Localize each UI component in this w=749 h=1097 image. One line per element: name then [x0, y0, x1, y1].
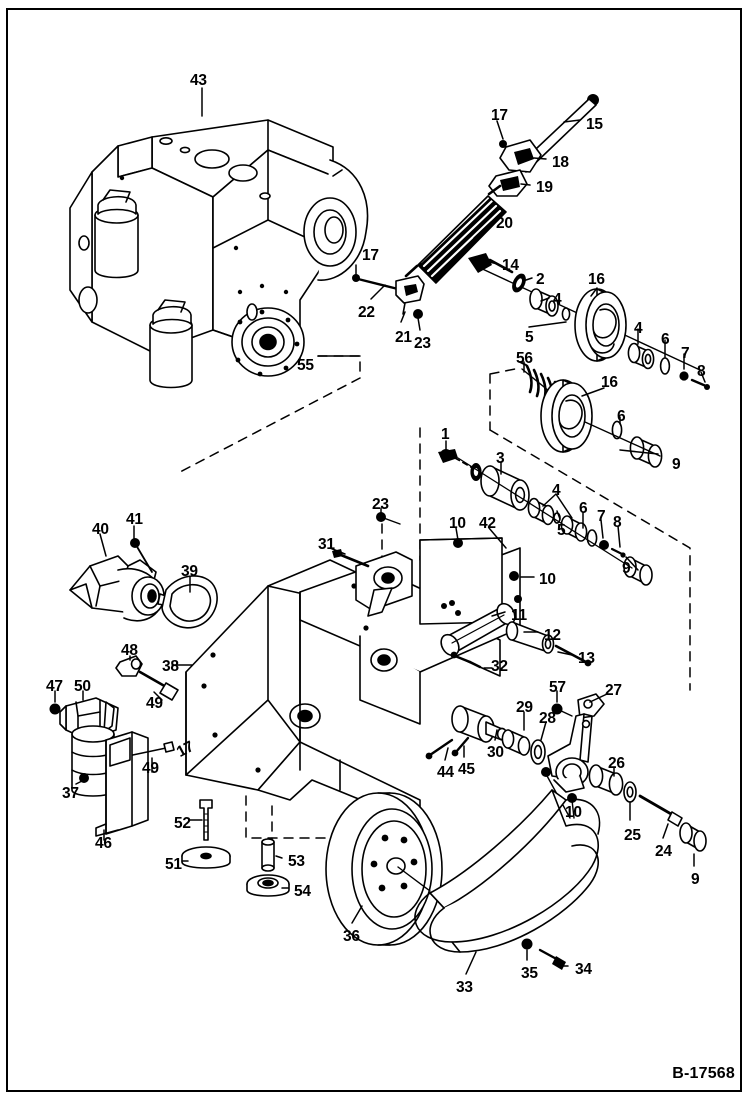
part-callout-17: 17	[491, 107, 508, 124]
part-callout-10: 10	[565, 804, 582, 821]
part-callout-38: 38	[162, 658, 179, 675]
part-callout-16: 16	[588, 271, 605, 288]
part-callout-16: 16	[601, 374, 618, 391]
sheet-border	[6, 8, 742, 1092]
part-callout-47: 47	[46, 678, 63, 695]
part-callout-42: 42	[479, 515, 496, 532]
sheet-code: B-17568	[672, 1065, 735, 1082]
tensioner-rod-art	[404, 94, 599, 284]
mount-hardware-art	[181, 799, 290, 897]
part-callout-23: 23	[414, 335, 431, 352]
part-callout-9: 9	[622, 560, 631, 577]
part-callout-23: 23	[372, 496, 389, 513]
part-callout-4: 4	[553, 291, 562, 308]
part-callout-11: 11	[511, 607, 527, 624]
part-callout-30: 30	[487, 744, 504, 761]
part-callout-32: 32	[491, 658, 508, 675]
part-callout-9: 9	[672, 456, 681, 473]
part-callout-40: 40	[92, 521, 109, 538]
part-callout-20: 20	[496, 215, 513, 232]
part-callout-49: 49	[146, 695, 163, 712]
part-callout-52: 52	[174, 815, 191, 832]
part-callout-28: 28	[539, 710, 556, 727]
part-callout-1: 1	[441, 426, 450, 443]
part-callout-4: 4	[634, 320, 643, 337]
part-callout-7: 7	[681, 345, 690, 362]
part-callout-24: 24	[655, 843, 672, 860]
part-callout-6: 6	[661, 331, 670, 348]
part-callout-55: 55	[297, 357, 314, 374]
part-callout-48: 48	[121, 642, 138, 659]
part-callout-43: 43	[190, 72, 207, 89]
part-callout-6: 6	[617, 408, 626, 425]
part-callout-45: 45	[458, 761, 475, 778]
part-callout-57: 57	[549, 679, 566, 696]
frame-assembly-art	[185, 512, 592, 825]
part-callout-7: 7	[597, 508, 606, 525]
part-callout-10: 10	[449, 515, 466, 532]
part-callout-21: 21	[395, 329, 412, 346]
part-callout-26: 26	[608, 755, 625, 772]
part-callout-12: 12	[544, 627, 561, 644]
part-callout-44: 44	[437, 764, 454, 781]
part-callout-33: 33	[456, 979, 473, 996]
part-callout-31: 31	[318, 536, 335, 553]
part-callout-19: 19	[536, 179, 553, 196]
part-callout-39: 39	[181, 563, 198, 580]
part-callout-13: 13	[578, 650, 595, 667]
pump-assembly-art	[69, 538, 218, 757]
part-callout-41: 41	[126, 511, 143, 528]
part-callout-17: 17	[362, 247, 379, 264]
part-callout-46: 46	[95, 835, 112, 852]
part-callout-5: 5	[525, 329, 534, 346]
part-callout-35: 35	[521, 965, 538, 982]
part-callout-4: 4	[552, 482, 561, 499]
part-callout-53: 53	[288, 853, 305, 870]
pulley-belt-art	[325, 789, 601, 970]
part-callout-56: 56	[516, 350, 533, 367]
part-callout-25: 25	[624, 827, 641, 844]
part-callout-27: 27	[605, 682, 622, 699]
part-callout-51: 51	[165, 856, 182, 873]
engine-assembly-art	[69, 119, 369, 389]
part-callout-10: 10	[539, 571, 556, 588]
part-callout-6: 6	[579, 500, 588, 517]
part-callout-49: 49	[142, 760, 159, 777]
part-callout-5: 5	[557, 522, 566, 539]
part-callout-8: 8	[613, 514, 622, 531]
filter-assembly-art	[49, 697, 149, 837]
part-callout-15: 15	[586, 116, 603, 133]
part-callout-18: 18	[552, 154, 569, 171]
part-callout-14: 14	[502, 257, 519, 274]
part-callout-36: 36	[343, 928, 360, 945]
part-callout-54: 54	[294, 883, 311, 900]
part-callout-9: 9	[691, 871, 700, 888]
part-callout-34: 34	[575, 961, 592, 978]
part-callout-50: 50	[74, 678, 91, 695]
part-callout-37: 37	[62, 785, 79, 802]
part-callout-3: 3	[496, 450, 505, 467]
part-callout-8: 8	[697, 363, 706, 380]
part-callout-2: 2	[536, 271, 545, 288]
part-callout-29: 29	[516, 699, 533, 716]
shaft-coupler-art	[425, 693, 707, 852]
part-callout-22: 22	[358, 304, 375, 321]
